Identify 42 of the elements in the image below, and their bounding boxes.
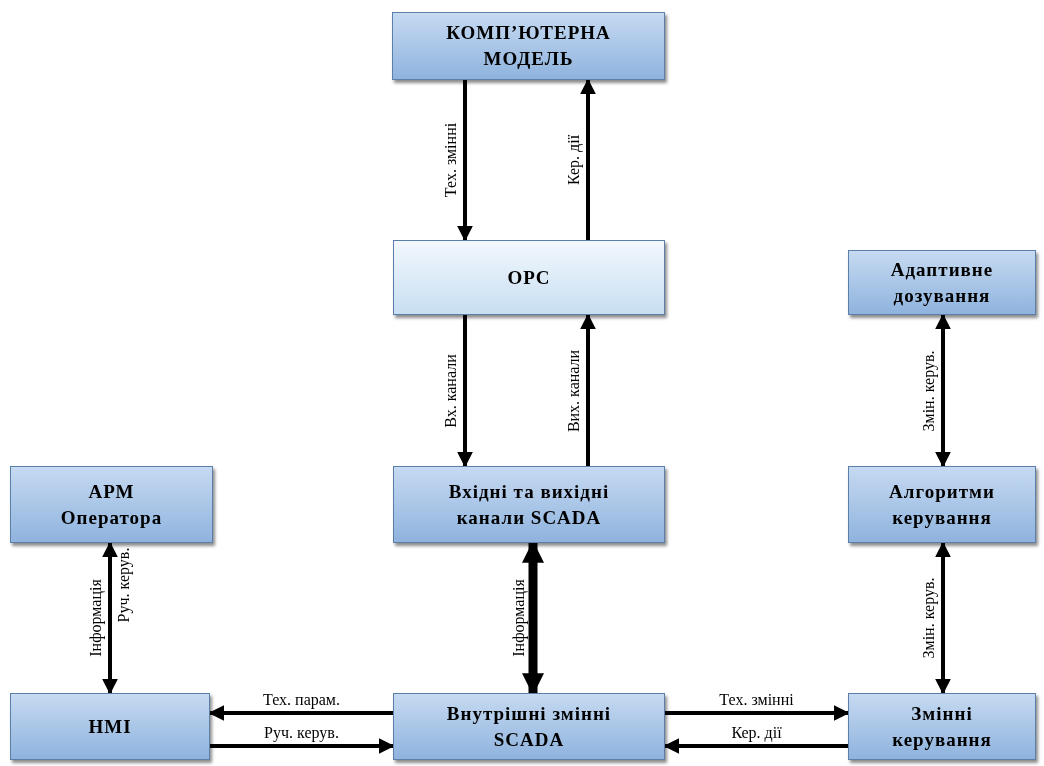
edge-label: Тех. змінні	[442, 122, 460, 198]
arrow	[457, 315, 473, 468]
process-box	[393, 693, 665, 760]
box-label: HMI	[88, 714, 132, 739]
arrow	[935, 313, 951, 468]
edge-label: Руч. керув.	[264, 724, 339, 742]
edge-label: Змін. керув.	[920, 577, 938, 659]
arrow	[935, 541, 951, 695]
line-label: Руч. керув.	[115, 547, 133, 623]
box-label: КОМП’ЮТЕРНА МОДЕЛЬ	[445, 21, 612, 71]
process-box	[848, 693, 1036, 760]
process-box	[848, 250, 1036, 315]
box-label: Змінні керування	[891, 701, 993, 752]
edge-label: Змін. керув.	[920, 350, 938, 431]
edge-label: Кер. дії	[731, 724, 782, 742]
box-label: Вхідні та вихідні канали SCADA	[447, 479, 611, 530]
box-label: Внутрішні змінні SCADA	[445, 701, 613, 752]
arrow	[102, 541, 118, 695]
arrow	[457, 80, 473, 242]
box-label: Адаптивне дозування	[889, 257, 995, 308]
process-box	[393, 466, 665, 543]
arrow	[208, 705, 393, 721]
process-box	[392, 12, 665, 80]
edge-label: Вих. канали	[565, 349, 583, 432]
edge-label: Інформація	[510, 579, 528, 657]
edge-label: Тех. парам.	[263, 691, 340, 709]
process-box	[393, 240, 665, 315]
arrow	[580, 78, 596, 240]
box-label: OPC	[507, 265, 551, 290]
box-label: АРМ Оператора	[59, 479, 164, 530]
arrow	[580, 313, 596, 466]
arrow	[665, 705, 850, 721]
process-box	[848, 466, 1036, 543]
edge-label: Кер. дії	[565, 134, 583, 186]
edge-label: Інформація	[87, 579, 105, 657]
edge-label: Вх. канали	[442, 353, 460, 428]
arrow	[210, 738, 395, 754]
process-box	[10, 466, 213, 543]
process-box	[10, 693, 210, 760]
box-label: Алгоритми керування	[888, 479, 996, 530]
edge-label: Тех. змінні	[719, 691, 794, 709]
arrow	[663, 738, 848, 754]
